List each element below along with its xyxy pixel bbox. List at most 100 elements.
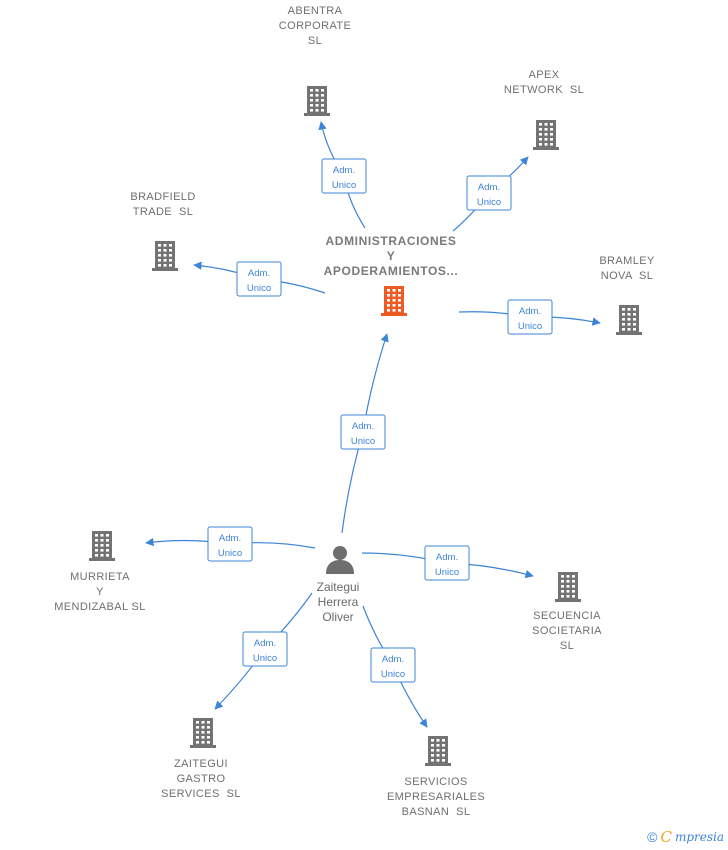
node-label-line: SOCIETARIA [532,625,602,637]
role-badge[interactable]: Adm. Unico [242,631,288,667]
node-label-line: ADMINISTRACIONES [326,234,457,248]
role-badge-line2: Unico [218,548,242,559]
edge-person-to-basnan: Adm. Unico [362,605,428,728]
role-badge[interactable]: Adm. Unico [321,158,367,194]
role-badge[interactable]: Adm. Unico [424,545,470,581]
node-gastro[interactable]: ZAITEGUI GASTRO SERVICES SL [161,718,241,800]
node-label-line: SERVICES SL [161,788,241,800]
node-label: SECUENCIA SOCIETARIA SL [532,610,602,652]
role-badge-line2: Unico [477,197,501,208]
role-badge-line2: Unico [435,567,459,578]
node-label-line: MURRIETA [70,571,130,583]
role-badge-line2: Unico [247,283,271,294]
building-icon [381,286,407,316]
role-badge[interactable]: Adm. Unico [507,299,553,335]
building-icon [190,718,216,748]
node-label-line: Zaitegui [317,580,360,594]
brand-logo-text: mpresia [674,830,724,844]
role-badge[interactable]: Adm. Unico [236,261,282,297]
edge-person-to-murrieta: Adm. Unico [145,526,316,562]
node-label-line: APEX [529,69,560,81]
node-label-line: BRADFIELD [130,191,195,203]
building-icon [425,736,451,766]
node-label-line: MENDIZABAL SL [54,601,146,613]
node-label: BRADFIELD TRADE SL [130,191,195,218]
edge-person-to-secuencia: Adm. Unico [361,545,534,581]
role-badge-box [424,545,470,581]
copyright-symbol: © [647,829,658,845]
node-label-line: APODERAMIENTOS... [324,264,459,278]
node-label-line: Herrera [318,595,359,609]
role-badge-box [207,526,253,562]
node-label-line: SL [308,35,322,47]
role-badge-line1: Adm. [382,654,404,665]
role-badge-line1: Adm. [436,552,458,563]
role-badge-line1: Adm. [254,638,276,649]
role-badge-box [321,158,367,194]
edge-main-to-abentra: Adm. Unico [318,121,367,229]
edge-main-to-apex: Adm. Unico [452,156,529,232]
node-label-line: NOVA SL [601,270,654,282]
role-badge-line1: Adm. [248,268,270,279]
role-badge-line2: Unico [253,653,277,664]
node-label-line: BRAMLEY [599,255,655,267]
node-bradfield[interactable]: BRADFIELD TRADE SL [130,191,195,271]
building-icon [555,572,581,602]
role-badge-line1: Adm. [219,533,241,544]
node-label-line: ZAITEGUI [174,758,228,770]
role-badge-line2: Unico [332,180,356,191]
node-secuencia[interactable]: SECUENCIA SOCIETARIA SL [532,572,602,652]
nodes-layer: ADMINISTRACIONESYAPODERAMIENTOS...ABENTR… [54,5,655,818]
edge-main-to-bramley: Adm. Unico [458,299,601,335]
node-label-line: SL [560,640,574,652]
role-badge-line1: Adm. [352,421,374,432]
role-badge-line2: Unico [381,669,405,680]
edge-main-to-bradfield: Adm. Unico [193,261,326,297]
role-badge-line2: Unico [351,436,375,447]
node-label-line: GASTRO [177,773,226,785]
role-badge-box [466,175,512,211]
node-label: ADMINISTRACIONESYAPODERAMIENTOS... [324,234,459,278]
node-label-line: Y [387,249,396,263]
role-badge-box [242,631,288,667]
role-badge-line2: Unico [518,321,542,332]
role-badge-box [507,299,553,335]
role-badge-line1: Adm. [519,306,541,317]
role-badge-line1: Adm. [478,182,500,193]
role-badge[interactable]: Adm. Unico [207,526,253,562]
role-badge-line1: Adm. [333,165,355,176]
node-label-line: Y [96,586,104,598]
node-label-line: SERVICIOS [404,776,467,788]
node-label-line: BASNAN SL [402,806,471,818]
role-badge[interactable]: Adm. Unico [370,647,416,683]
role-badge[interactable]: Adm. Unico [466,175,512,211]
building-icon [89,531,115,561]
node-label-line: TRADE SL [133,206,193,218]
node-murrieta[interactable]: MURRIETA Y MENDIZABAL SL [54,531,146,613]
building-icon [616,305,642,335]
role-badge[interactable]: Adm. Unico [340,414,386,450]
role-badge-box [236,261,282,297]
node-label-line: NETWORK SL [504,84,584,96]
node-main[interactable]: ADMINISTRACIONESYAPODERAMIENTOS... [324,234,459,316]
node-label-line: SECUENCIA [533,610,601,622]
node-label-line: Oliver [322,610,353,624]
node-abentra[interactable]: ABENTRA CORPORATE SL [279,5,351,116]
node-label: BRAMLEY NOVA SL [599,255,655,282]
node-label-line: CORPORATE [279,20,351,32]
node-bramley[interactable]: BRAMLEY NOVA SL [599,255,655,335]
node-apex[interactable]: APEX NETWORK SL [504,69,584,150]
brand-logo-letter: C [660,828,672,846]
building-icon [152,241,178,271]
building-icon [304,86,330,116]
node-label-line: ABENTRA [288,5,343,17]
node-label: MURRIETA Y MENDIZABAL SL [54,571,146,613]
node-label: ABENTRA CORPORATE SL [279,5,351,47]
